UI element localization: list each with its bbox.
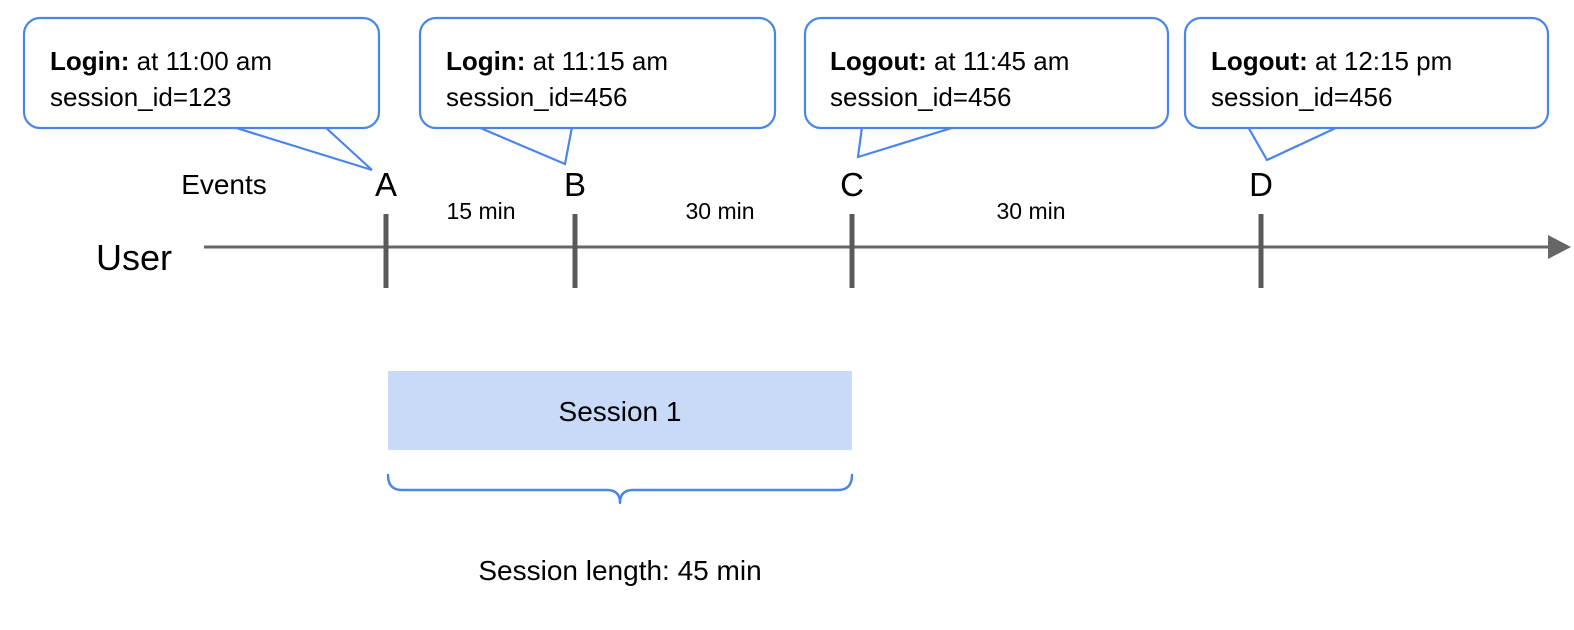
callout-d-line1: Logout: at 12:15 pm	[1211, 46, 1452, 76]
callout-event-b[interactable]: Login: at 11:15 am session_id=456	[418, 16, 777, 166]
callout-c-type: Logout:	[830, 46, 927, 76]
callout-tail-b	[477, 125, 574, 166]
callout-c-session-id: session_id=456	[830, 82, 1011, 112]
callout-b-time: at 11:15 am	[533, 46, 668, 76]
timeline-axis	[204, 235, 1571, 259]
callout-box-a	[22, 16, 381, 130]
callout-box-c	[803, 16, 1170, 130]
callout-b-session-id: session_id=456	[446, 82, 627, 112]
event-letter-d: D	[1249, 166, 1273, 203]
event-letter-c: C	[840, 166, 864, 203]
callout-event-c[interactable]: Logout: at 11:45 am session_id=456	[803, 16, 1170, 159]
interval-label-a-b: 15 min	[446, 198, 515, 224]
callout-c-line1: Logout: at 11:45 am	[830, 46, 1069, 76]
callout-tail-a	[232, 125, 373, 172]
session-bar-label: Session 1	[559, 396, 682, 427]
session-length-caption: Session length: 45 min	[478, 555, 761, 586]
callout-a-session-id: session_id=123	[50, 82, 231, 112]
event-letter-a: A	[375, 166, 397, 203]
interval-label-b-c: 30 min	[685, 198, 754, 224]
callout-event-a[interactable]: Login: at 11:00 am session_id=123	[22, 16, 381, 172]
callout-d-session-id: session_id=456	[1211, 82, 1392, 112]
callout-c-time: at 11:45 am	[934, 46, 1069, 76]
session-span-brace	[386, 473, 854, 505]
timeline-arrow-head	[1548, 235, 1571, 259]
callout-box-b	[418, 16, 777, 130]
callout-a-type: Login:	[50, 46, 129, 76]
event-letter-b: B	[564, 166, 586, 203]
callout-box-d	[1183, 16, 1550, 130]
row-label-user: User	[96, 237, 172, 278]
row-label-events: Events	[181, 169, 267, 200]
interval-label-c-d: 30 min	[996, 198, 1065, 224]
callout-event-d[interactable]: Logout: at 12:15 pm session_id=456	[1183, 16, 1550, 162]
callout-a-time: at 11:00 am	[137, 46, 272, 76]
callout-d-time: at 12:15 pm	[1315, 46, 1452, 76]
callout-tail-c	[856, 125, 956, 159]
callout-b-line1: Login: at 11:15 am	[446, 46, 668, 76]
callout-a-line1: Login: at 11:00 am	[50, 46, 272, 76]
session-bar-rect	[388, 371, 852, 450]
session-bar[interactable]: Session 1	[388, 371, 852, 450]
callout-d-type: Logout:	[1211, 46, 1308, 76]
callout-b-type: Login:	[446, 46, 525, 76]
callout-tail-d	[1246, 125, 1339, 162]
